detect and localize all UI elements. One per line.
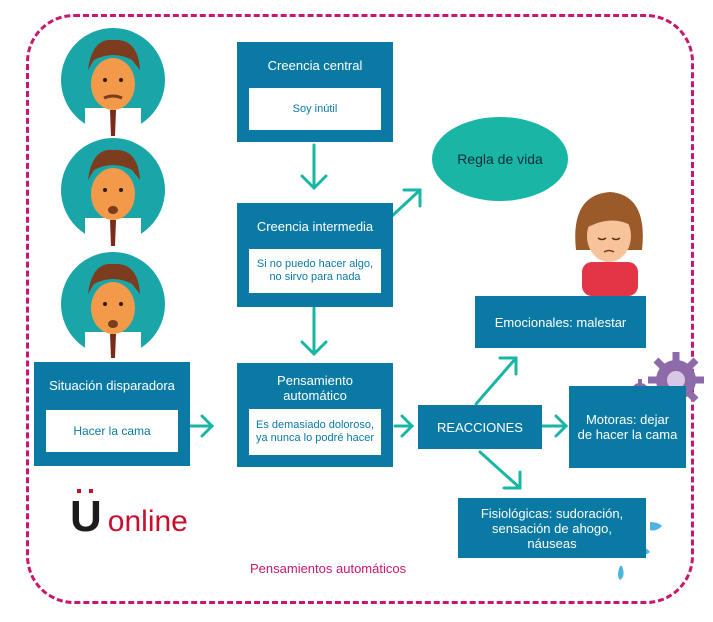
automatic-thought-text: Es demasiado doloroso, ya nunca lo podré…	[249, 409, 381, 455]
logo: U online	[70, 489, 188, 539]
physiological-reaction-box: Fisiológicas: sudoración, sensación de a…	[458, 498, 646, 558]
man-face-icon	[61, 252, 165, 360]
intermediate-belief-text: Si no puedo hacer algo, no sirvo para na…	[249, 249, 381, 293]
motor-reaction-box: Motoras: dejar de hacer la cama	[569, 386, 686, 468]
trigger-box: Situación disparadora Hacer la cama	[34, 362, 190, 466]
man-face-icon	[61, 28, 165, 136]
dashed-frame	[26, 14, 694, 604]
caption: Pensamientos automáticos	[250, 561, 407, 576]
life-rule: Regla de vida	[432, 117, 568, 201]
emotional-reaction-box: Emocionales: malestar	[475, 296, 646, 348]
man-face-icon	[61, 138, 165, 246]
intermediate-belief-box: Creencia intermedia Si no puedo hacer al…	[237, 203, 393, 307]
logo-text: online	[107, 505, 188, 538]
automatic-thought-box: Pensamiento automático Es demasiado dolo…	[237, 363, 393, 467]
flow-arrows	[188, 143, 569, 490]
woman-face-icon	[575, 192, 643, 296]
reactions-box: REACCIONES	[418, 405, 542, 449]
logo-symbol: U	[70, 489, 102, 539]
intermediate-belief-title: Creencia intermedia	[256, 219, 374, 234]
core-belief-title: Creencia central	[267, 58, 363, 73]
crown-icon	[77, 489, 93, 493]
core-belief-text: Soy inútil	[249, 88, 381, 130]
core-belief-box: Creencia central Soy inútil	[237, 42, 393, 142]
trigger-title: Situación disparadora	[49, 378, 175, 393]
automatic-thought-title: Pensamiento automático	[277, 373, 353, 403]
trigger-text: Hacer la cama	[46, 410, 178, 452]
